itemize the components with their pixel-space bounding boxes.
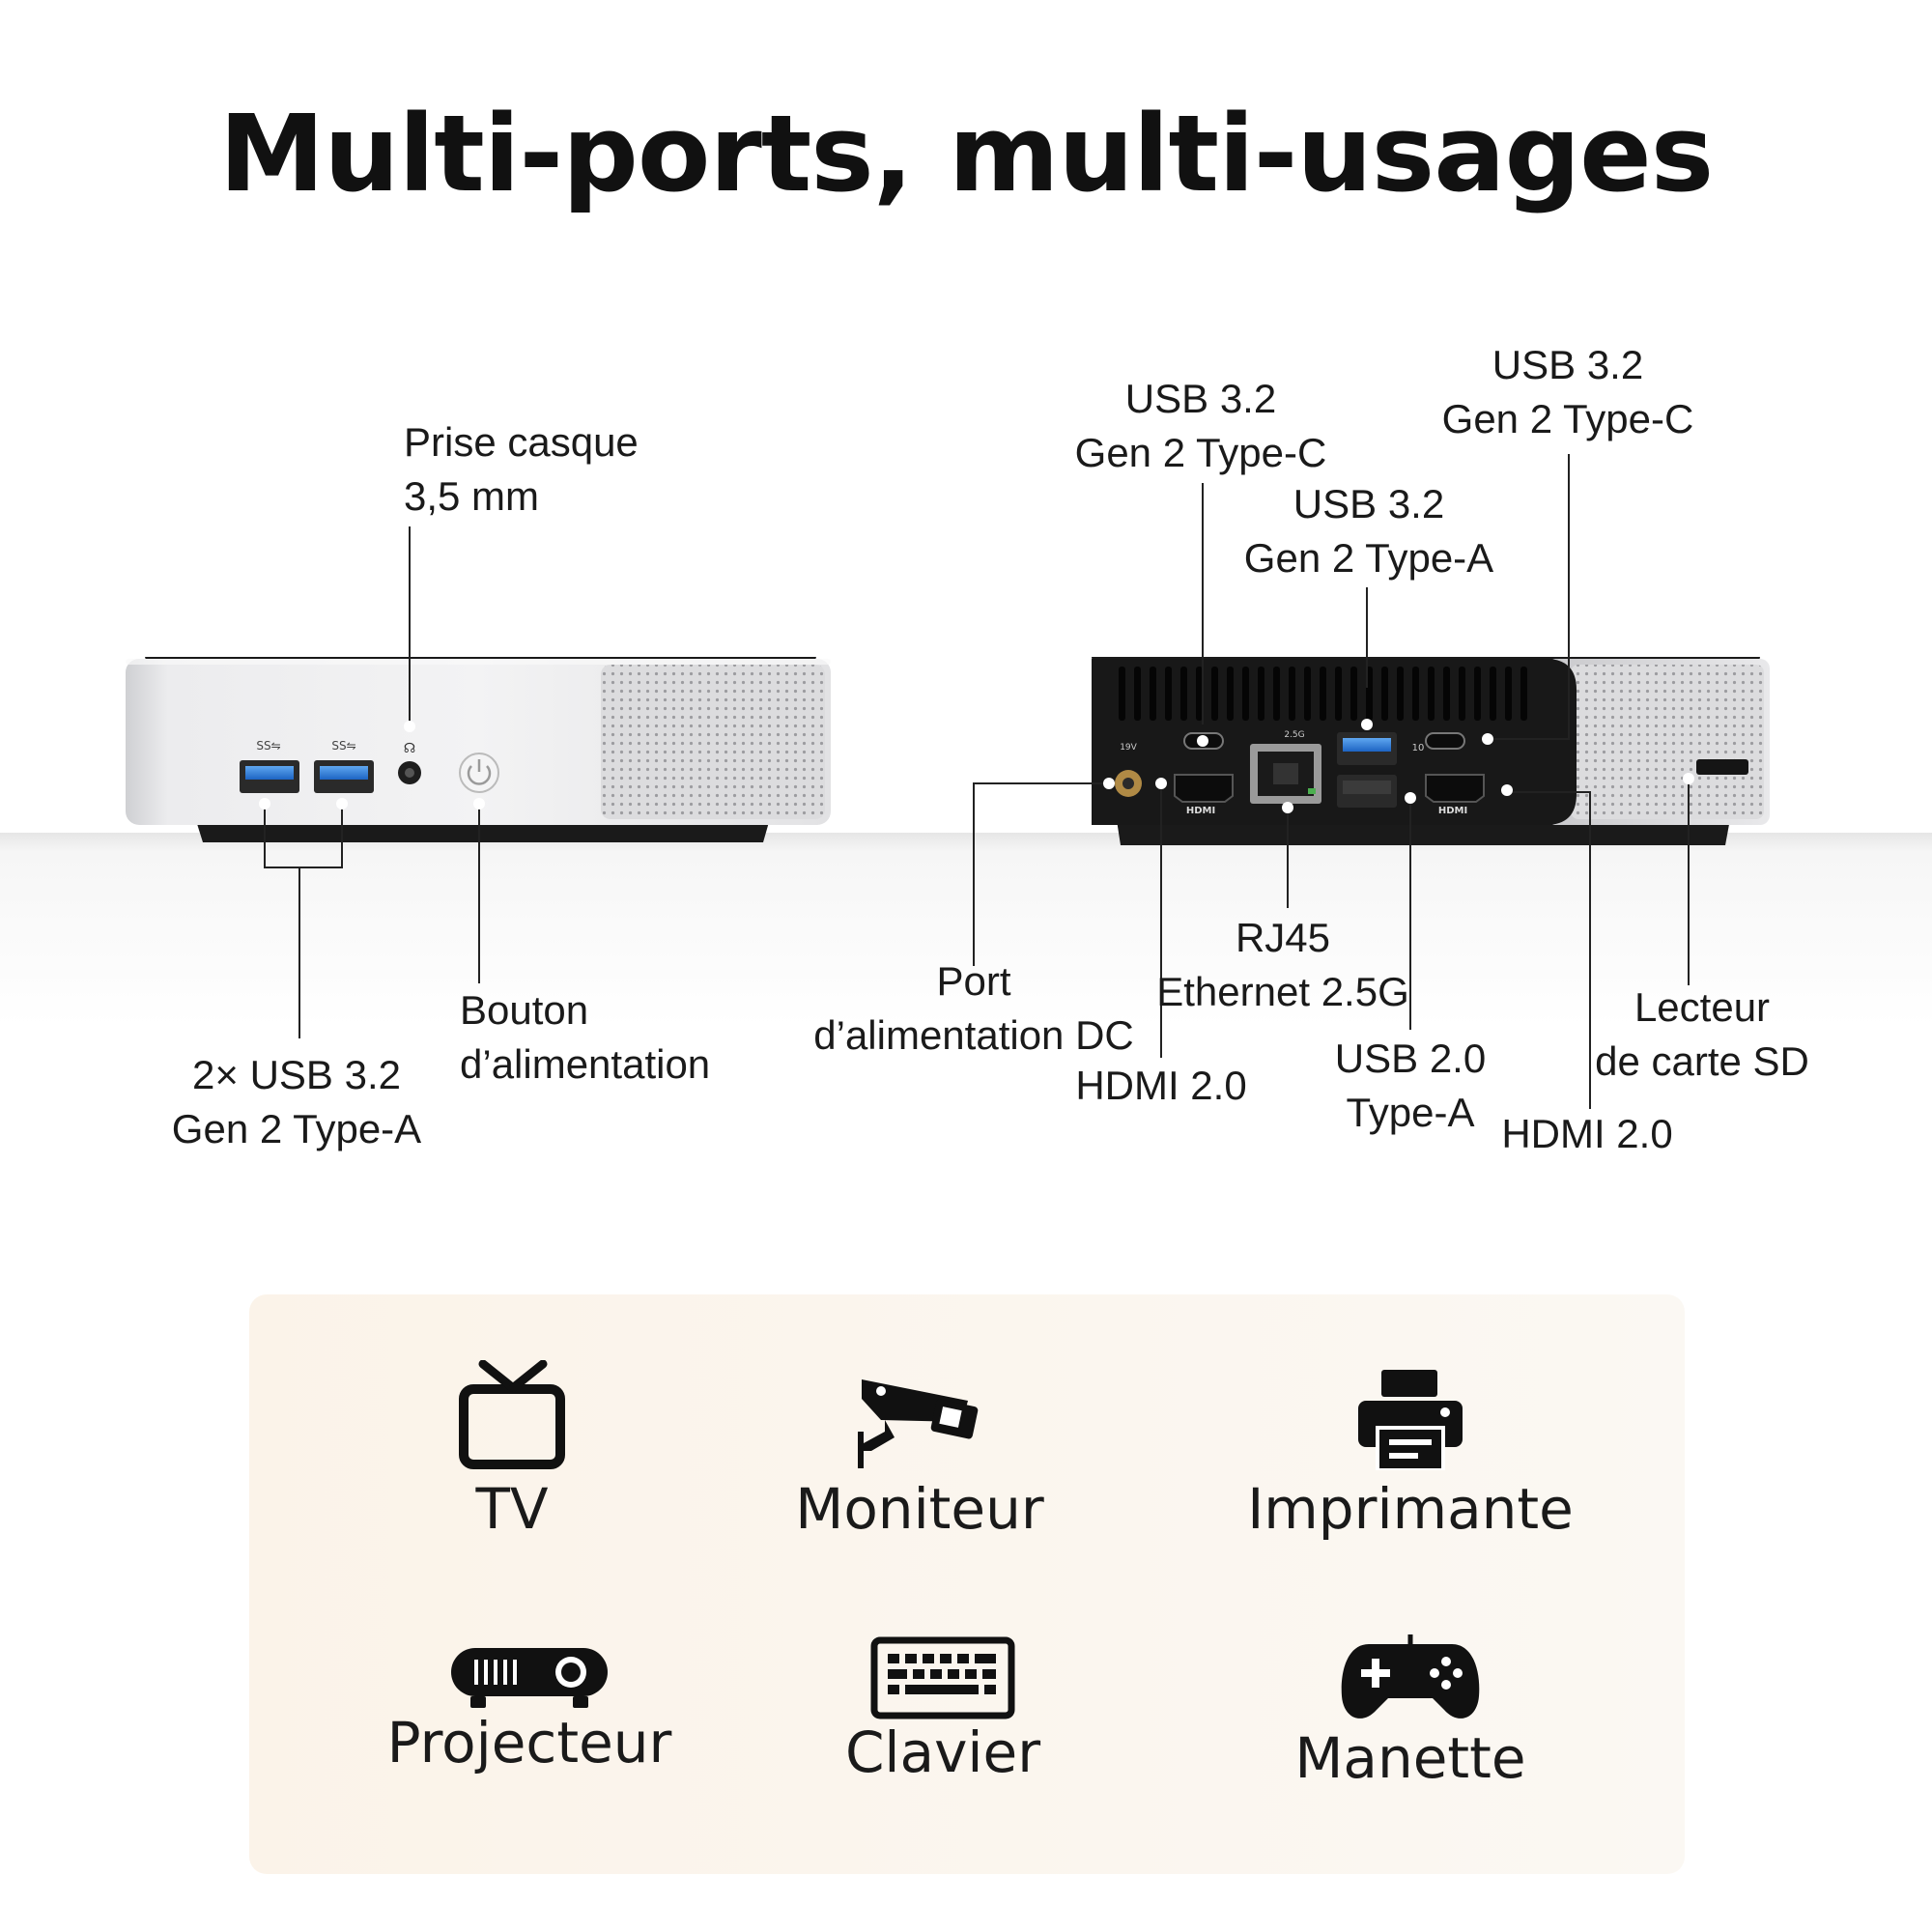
dc-voltage-label: 19V xyxy=(1120,743,1137,753)
power-button-icon xyxy=(459,753,499,793)
rear-panel xyxy=(1092,659,1577,825)
svg-text:SS⇋: SS⇋ xyxy=(256,739,280,753)
use-printer: Imprimante xyxy=(1208,1360,1613,1542)
use-label-printer: Imprimante xyxy=(1247,1476,1574,1542)
label-line: USB 3.2 xyxy=(1124,376,1277,421)
svg-text:SS⇋: SS⇋ xyxy=(331,739,355,753)
lan-speed-label: 2.5G xyxy=(1284,730,1304,740)
label-usba-rear: USB 3.2 Gen 2 Type-A xyxy=(1244,477,1493,585)
label-line: Type-A xyxy=(1346,1090,1475,1135)
label-line: Gen 2 Type-A xyxy=(1243,535,1494,581)
label-line: d’alimentation DC xyxy=(813,1012,1134,1058)
sd-slot xyxy=(1696,759,1748,775)
front-vent-mesh xyxy=(601,665,825,819)
page-title: Multi-ports, multi-usages xyxy=(218,92,1715,215)
front-usb-port-1: SS⇋ xyxy=(240,739,299,793)
label-usbc-left: USB 3.2 Gen 2 Type-C xyxy=(1075,372,1327,480)
front-leader-lines xyxy=(264,526,480,1038)
label-power-button: Bouton d’alimentation xyxy=(460,983,710,1092)
label-line: 3,5 mm xyxy=(404,473,540,519)
front-dots xyxy=(259,721,485,810)
label-line: USB 2.0 xyxy=(1334,1036,1487,1081)
use-label-keyboard: Clavier xyxy=(844,1719,1041,1785)
use-keyboard: Clavier xyxy=(740,1636,1146,1785)
label-hdmi-left: HDMI 2.0 xyxy=(1075,1059,1246,1113)
use-gamepad: Manette xyxy=(1208,1633,1613,1791)
rj45-port: 2.5G xyxy=(1250,730,1321,804)
printer-icon xyxy=(1358,1370,1463,1470)
use-label-monitor: Moniteur xyxy=(795,1476,1044,1542)
use-label-projector: Projecteur xyxy=(386,1710,672,1776)
front-usb-port-2: SS⇋ xyxy=(314,739,374,793)
hdmi-left-marking: HDMI xyxy=(1186,806,1215,816)
label-line: USB 3.2 xyxy=(1293,481,1445,526)
label-usb20: USB 2.0 Type-A xyxy=(1335,1032,1486,1140)
hdmi-port-right: HDMI xyxy=(1425,774,1485,816)
hdmi-right-marking: HDMI xyxy=(1438,806,1467,816)
usba-rear-port: 10 xyxy=(1337,732,1424,765)
label-line: Ethernet 2.5G xyxy=(1156,969,1409,1014)
label-line: USB 3.2 xyxy=(1492,342,1644,387)
label-dc-port: Port d’alimentation DC xyxy=(813,954,1134,1063)
label-line: Gen 2 Type-C xyxy=(1074,430,1327,475)
label-line: Prise casque xyxy=(404,419,639,465)
label-line: Port xyxy=(936,958,1011,1004)
rear-dots xyxy=(1103,719,1694,813)
rear-device: 19V HDMI 2.5G 10 xyxy=(973,454,1770,1109)
rear-vents xyxy=(1119,667,1527,721)
label-line: d’alimentation xyxy=(460,1041,711,1087)
label-rj45: RJ45 Ethernet 2.5G xyxy=(1156,911,1409,1019)
security-camera-icon xyxy=(858,1379,979,1468)
dc-jack: 19V xyxy=(1115,743,1142,797)
label-usbc-right: USB 3.2 Gen 2 Type-C xyxy=(1442,338,1694,446)
use-monitor: Moniteur xyxy=(717,1360,1122,1542)
floor-shadow xyxy=(0,833,1932,1055)
label-headphone-jack: Prise casque 3,5 mm xyxy=(404,415,639,524)
devices-illustration: SS⇋ SS⇋ ☊ xyxy=(126,454,1770,1109)
rear-leader-lines xyxy=(973,454,1690,1109)
label-front-usb: 2× USB 3.2 Gen 2 Type-A xyxy=(172,1048,421,1156)
label-line: HDMI 2.0 xyxy=(1075,1063,1247,1108)
hdmi-port-left: HDMI xyxy=(1174,774,1234,816)
label-line: RJ45 xyxy=(1235,915,1331,960)
label-line: Bouton xyxy=(460,987,589,1033)
headphone-jack-icon: ☊ xyxy=(398,741,421,784)
label-line: 2× USB 3.2 xyxy=(192,1052,401,1097)
tv-icon xyxy=(459,1360,565,1469)
use-projector: Projecteur xyxy=(327,1642,732,1776)
label-line: Gen 2 Type-C xyxy=(1441,396,1694,441)
usb-speed-label: 10 xyxy=(1412,743,1425,753)
keyboard-icon xyxy=(870,1636,1015,1719)
gamepad-icon xyxy=(1341,1634,1480,1719)
use-label-gamepad: Manette xyxy=(1294,1725,1526,1791)
use-label-tv: TV xyxy=(475,1476,549,1542)
label-line: Lecteur xyxy=(1634,984,1771,1030)
label-line: Gen 2 Type-A xyxy=(171,1106,422,1151)
projector-icon xyxy=(451,1648,608,1708)
label-line: de carte SD xyxy=(1595,1038,1809,1084)
label-line: HDMI 2.0 xyxy=(1501,1111,1673,1156)
front-device: SS⇋ SS⇋ ☊ xyxy=(126,526,831,1038)
usb20-port xyxy=(1337,775,1397,808)
rear-side-mesh xyxy=(1571,665,1764,819)
label-sd-reader: Lecteur de carte SD xyxy=(1595,980,1809,1089)
svg-text:☊: ☊ xyxy=(404,741,415,756)
label-hdmi-right: HDMI 2.0 xyxy=(1501,1107,1672,1161)
use-tv: TV xyxy=(309,1360,715,1542)
usbc-port-right xyxy=(1425,732,1465,750)
